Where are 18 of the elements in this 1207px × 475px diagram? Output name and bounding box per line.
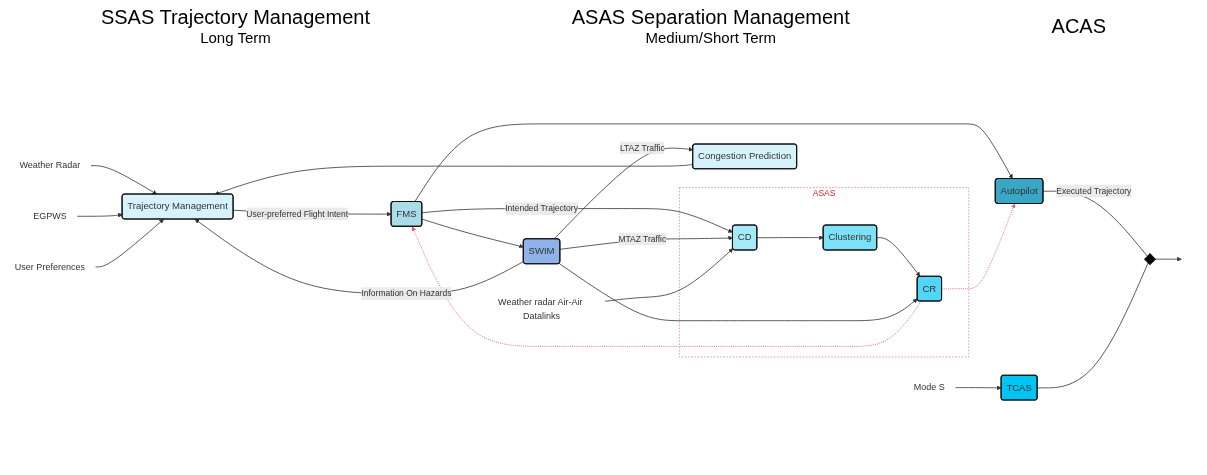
node-text: Weather Radar bbox=[19, 160, 81, 171]
node-diamond bbox=[1143, 253, 1157, 266]
node-text: EGPWS bbox=[33, 211, 67, 222]
node-text: Weather radar Air-Air Datalinks bbox=[498, 297, 583, 321]
node-text: Mode S bbox=[913, 382, 945, 393]
edge-label: Intended Trajectory bbox=[505, 203, 578, 213]
column-subheading: Long Term bbox=[199, 29, 272, 46]
column-subheading: Medium/Short Term bbox=[644, 29, 778, 46]
column-heading: ASAS Separation Management bbox=[571, 6, 850, 29]
edge-label: User-preferred Flight Intent bbox=[246, 209, 349, 219]
edge-label: MTAZ Traffic bbox=[618, 234, 667, 244]
column-heading: SSAS Trajectory Management bbox=[100, 6, 370, 29]
edge-label: Executed Trajectory bbox=[1056, 186, 1132, 196]
edge-label: Information On Hazards bbox=[361, 288, 452, 298]
column-heading: ACAS bbox=[1051, 14, 1107, 38]
node-text: User Preferences bbox=[14, 261, 85, 272]
connector bbox=[1037, 262, 1149, 389]
edge-label: LTAZ Traffic bbox=[619, 143, 665, 153]
